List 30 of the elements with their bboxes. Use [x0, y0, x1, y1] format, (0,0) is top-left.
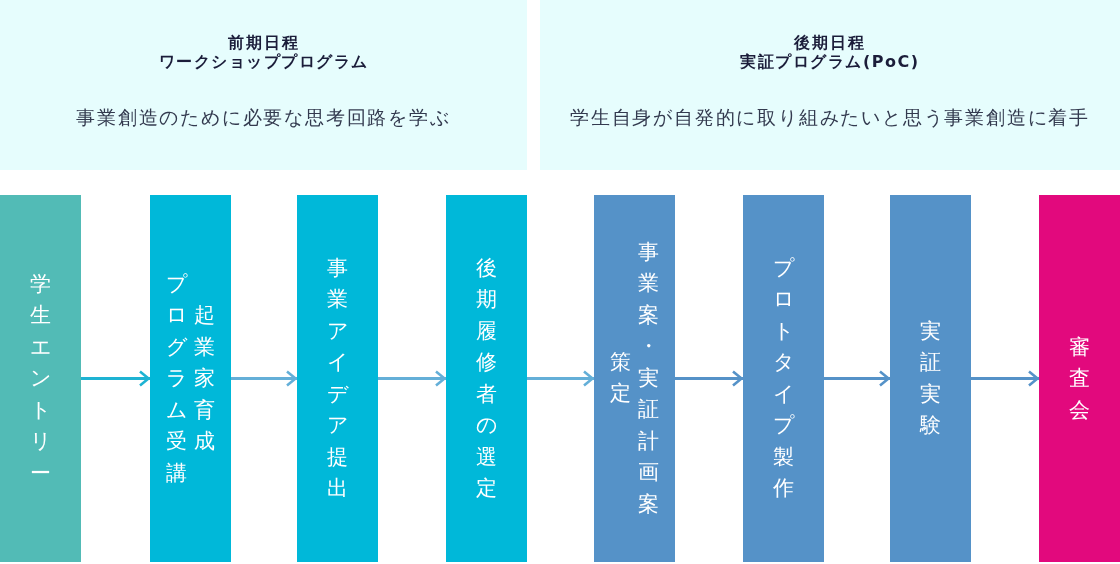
arrow [675, 370, 743, 387]
step-label: 起業家育成プログラム受講 [166, 270, 215, 487]
phase-description: 事業創造のために必要な思考回路を学ぶ [76, 108, 451, 127]
step-label: 学生エントリー [30, 270, 51, 487]
phase-title: ワークショッププログラム [158, 52, 369, 71]
phase-panel [0, 0, 527, 170]
step-box [0, 195, 81, 562]
arrow [231, 370, 297, 387]
arrow [971, 370, 1039, 387]
phase-term: 後期日程 [794, 33, 866, 52]
step-label: プロトタイプ製作 [773, 254, 794, 502]
step-box [1039, 195, 1120, 562]
arrow [81, 370, 150, 387]
step-box [594, 195, 675, 562]
step-box [743, 195, 824, 562]
step-label: 審査会 [1069, 333, 1090, 424]
step-label: 後期履修者の選定 [476, 254, 497, 502]
step-label: 事業アイデア提出 [327, 254, 348, 502]
step-box [297, 195, 378, 562]
phase-description: 学生自身が自発的に取り組みたいと思う事業創造に着手 [570, 108, 1090, 127]
arrow [378, 370, 446, 387]
step-box [890, 195, 971, 562]
arrow [824, 370, 890, 387]
phase-title: 実証プログラム(PoC) [740, 52, 920, 71]
arrow [527, 370, 594, 387]
step-box [446, 195, 527, 562]
step-label: 実証実験 [920, 317, 941, 439]
step-box [150, 195, 231, 562]
phase-term: 前期日程 [227, 33, 300, 52]
phase-panel [540, 0, 1120, 170]
